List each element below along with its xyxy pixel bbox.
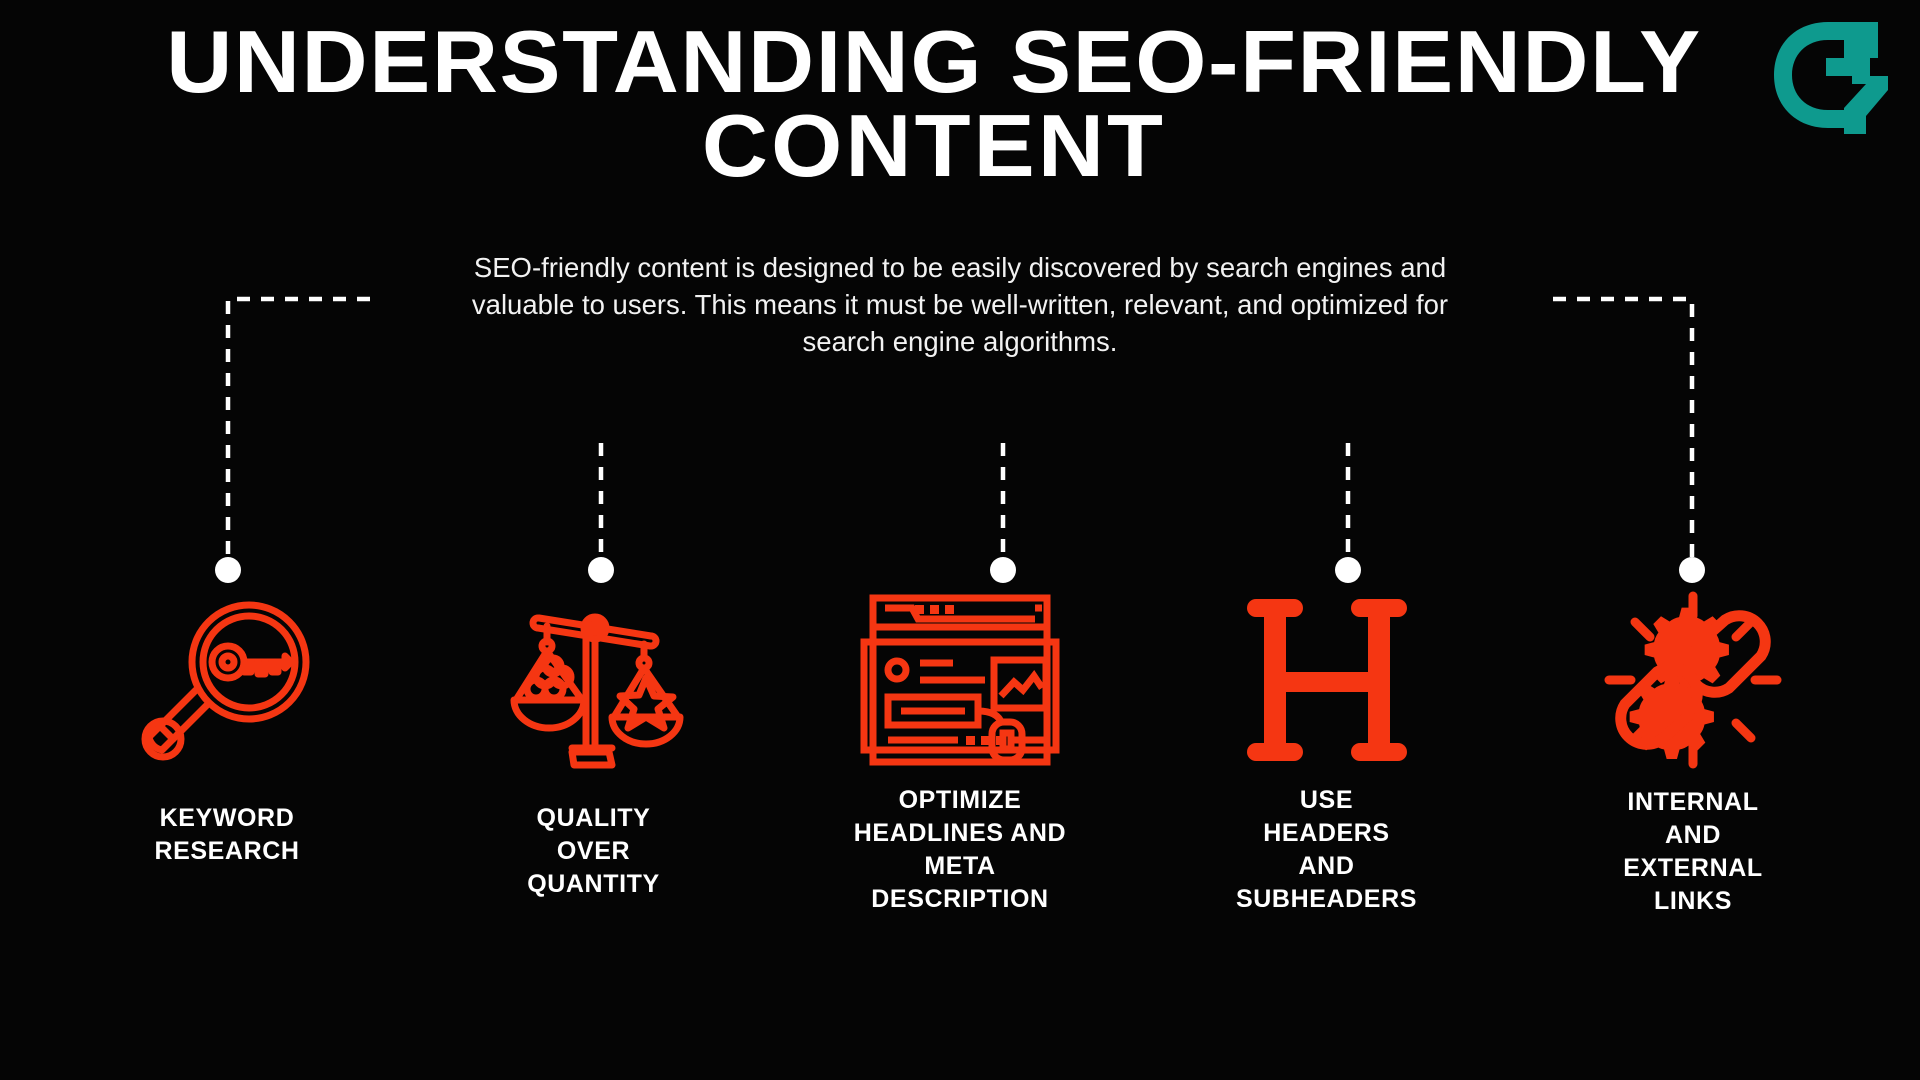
browser-page-layout-icon: [860, 590, 1060, 770]
step-keyword-research[interactable]: KEYWORD RESEARCH: [62, 590, 392, 918]
connector-path-1: [225, 296, 370, 560]
letter-h-heading-icon: [1227, 590, 1427, 770]
connector-dot-2: [588, 557, 614, 583]
step-use-headers-subheaders[interactable]: USE HEADERS AND SUBHEADERS: [1162, 590, 1492, 918]
step-quality-over-quantity[interactable]: QUALITY OVER QUANTITY: [429, 590, 759, 918]
connector-dot-3: [990, 557, 1016, 583]
connector-dot-4: [1335, 557, 1361, 583]
connector-path-5: [1553, 296, 1695, 560]
magnifier-key-icon: [127, 590, 327, 770]
connector-dot-5: [1679, 557, 1705, 583]
step-label: OPTIMIZE HEADLINES AND META DESCRIPTION: [853, 786, 1067, 913]
step-label: INTERNAL AND EXTERNAL LINKS: [1623, 788, 1763, 915]
step-label: USE HEADERS AND SUBHEADERS: [1235, 786, 1418, 913]
title-line-1: UNDERSTANDING SEO-FRIENDLY: [166, 12, 1702, 111]
g7-monogram-logo: [1766, 16, 1894, 134]
balance-scale-icon: [494, 590, 694, 770]
step-label: QUALITY OVER QUANTITY: [527, 804, 660, 898]
intro-paragraph: SEO-friendly content is designed to be e…: [471, 252, 1449, 358]
title-line-2: CONTENT: [701, 96, 1167, 196]
connector-dot-1: [215, 557, 241, 583]
step-optimize-headlines-meta[interactable]: OPTIMIZE HEADLINES AND META DESCRIPTION: [795, 590, 1125, 918]
chain-link-gears-icon: [1593, 590, 1793, 770]
page-title: UNDERSTANDING SEO-FRIENDLY CONTENT: [0, 12, 1920, 196]
step-label: KEYWORD RESEARCH: [154, 804, 300, 865]
steps-row: KEYWORD RESEARCH: [0, 590, 1920, 918]
step-internal-external-links[interactable]: INTERNAL AND EXTERNAL LINKS: [1528, 590, 1858, 918]
